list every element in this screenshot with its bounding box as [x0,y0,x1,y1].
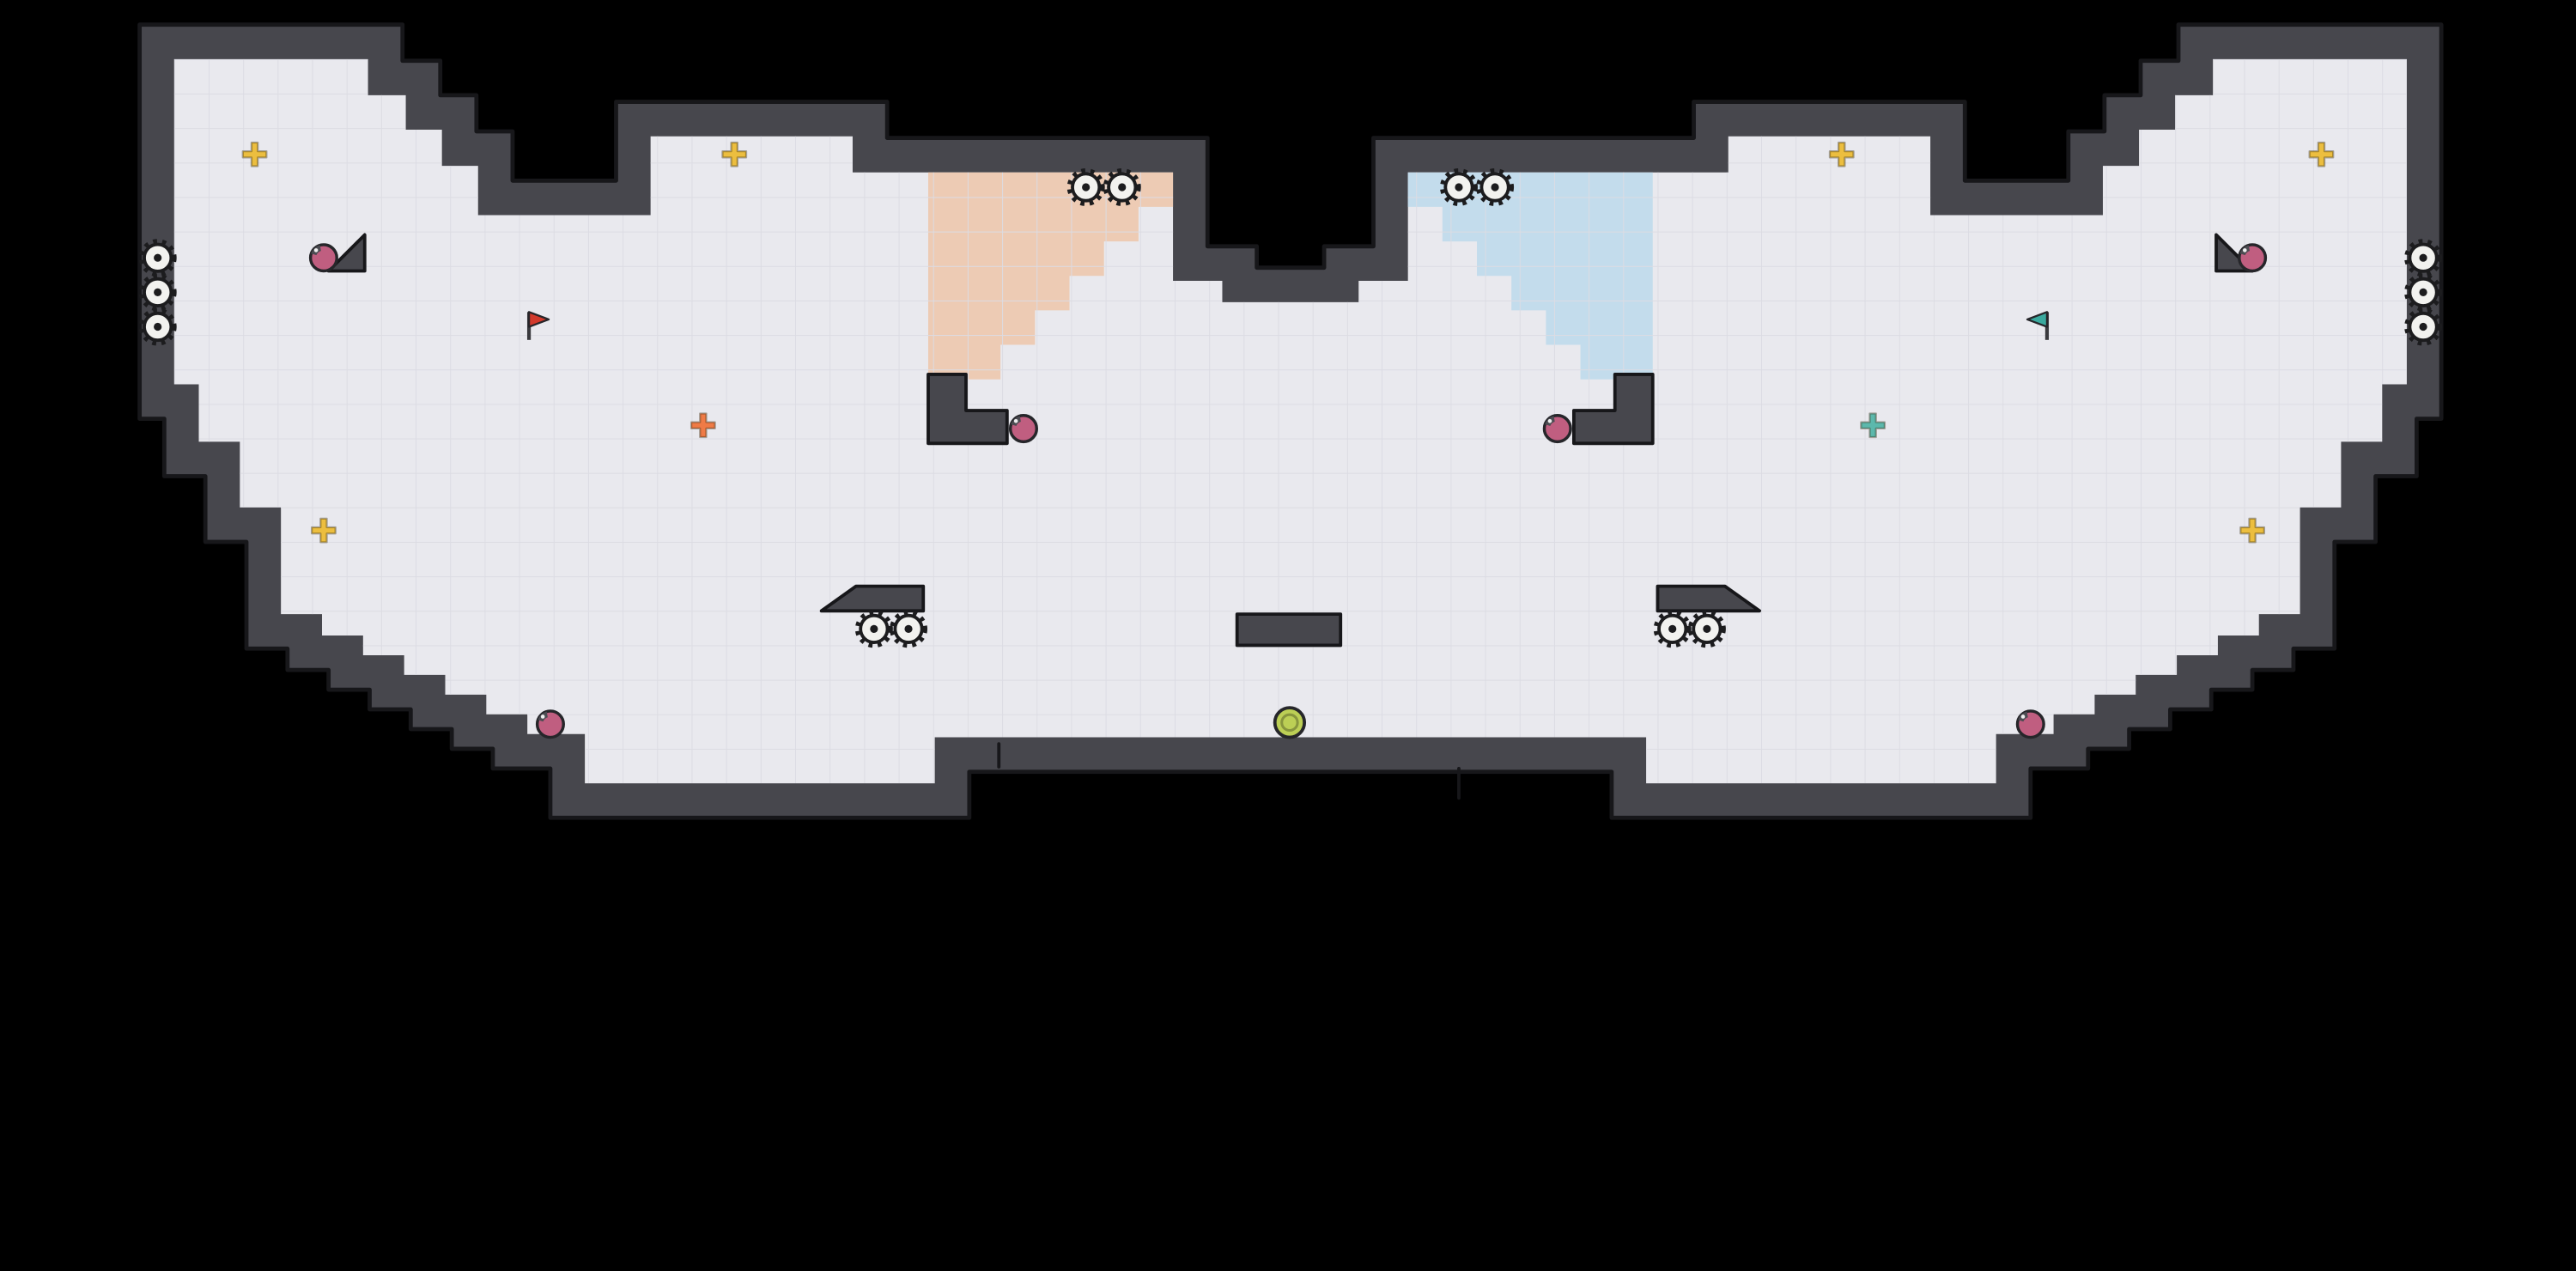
gear-icon[interactable] [138,307,177,346]
gear-icon[interactable] [1103,167,1141,206]
bomb-icon[interactable] [1542,414,1572,444]
left-hanging-platform [819,584,926,613]
gear-icon[interactable] [2404,307,2443,346]
gear-icon[interactable] [1066,167,1105,206]
pickup-cross-icon[interactable] [241,141,268,167]
pickup-cross-icon[interactable] [690,412,716,439]
bomb-icon[interactable] [2238,243,2268,273]
gear-icon[interactable] [138,273,177,312]
pickup-cross-icon[interactable] [1828,141,1855,167]
bomb-icon[interactable] [1008,414,1038,444]
left-l-block [927,373,1009,446]
right-l-block [1571,373,1655,446]
gear-icon[interactable] [890,610,928,648]
center-platform [1235,612,1343,648]
gear-icon[interactable] [1476,167,1515,206]
gear-icon[interactable] [854,610,893,648]
pickup-cross-icon[interactable] [2239,517,2266,544]
gear-icon[interactable] [1653,610,1692,648]
gear-icon[interactable] [1439,167,1478,206]
gear-icon[interactable] [138,239,177,277]
pickup-cross-icon[interactable] [1860,412,1886,439]
right-hanging-platform [1656,584,1762,613]
pickup-cross-icon[interactable] [310,517,337,544]
bomb-icon[interactable] [2015,709,2045,739]
gear-icon[interactable] [2404,239,2443,277]
red-flag-icon[interactable] [526,311,550,340]
pickup-cross-icon[interactable] [721,141,748,167]
pickup-cross-icon[interactable] [2308,141,2335,167]
gear-icon[interactable] [1687,610,1726,648]
bomb-icon[interactable] [535,709,565,739]
gear-icon[interactable] [2404,273,2443,312]
blue-flag-icon[interactable] [2026,311,2050,340]
ball-icon[interactable] [1273,706,1307,739]
bomb-icon[interactable] [308,243,338,273]
